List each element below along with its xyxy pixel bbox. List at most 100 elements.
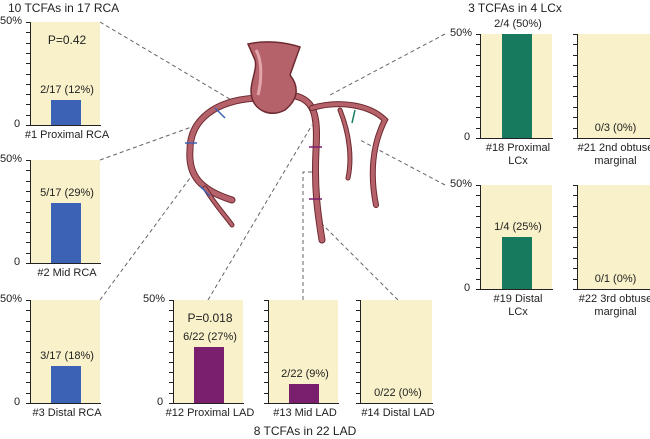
y-tick (26, 341, 31, 343)
x-label-p22: marginal (594, 306, 637, 318)
connector-p3 (99, 177, 191, 301)
y-tick (169, 300, 174, 301)
y-tick-label-max: 50% (0, 153, 23, 165)
plot-area-p22 (577, 185, 650, 289)
y-tick (573, 54, 578, 56)
y-tick (573, 268, 578, 270)
y-tick (26, 63, 31, 65)
y-tick-label-min: 0 (14, 396, 21, 408)
connector-p13 (302, 171, 313, 300)
y-tick (573, 44, 578, 46)
axis-p1 (26, 22, 101, 126)
y-tick (356, 403, 361, 404)
y-tick (476, 247, 481, 249)
x-label-p19: LCx (508, 306, 528, 318)
x-label-p13: #13 Mid LAD (273, 407, 337, 419)
y-tick (356, 341, 361, 343)
y-tick (26, 180, 31, 182)
y-tick (169, 351, 174, 353)
y-tick (26, 170, 31, 172)
connector-p1 (99, 21, 234, 102)
y-tick-label-min: 0 (14, 256, 21, 268)
axis-p19 (476, 185, 553, 290)
y-tick (26, 125, 31, 126)
x-label-p18: LCx (508, 155, 528, 167)
y-tick (476, 185, 481, 186)
y-tick (476, 96, 481, 98)
y-tick (476, 54, 481, 56)
axis-p2 (26, 160, 101, 264)
y-tick (26, 52, 31, 54)
y-tick (26, 361, 31, 363)
y-tick (573, 237, 578, 238)
y-tick (26, 310, 31, 312)
y-tick (26, 211, 31, 213)
y-tick (476, 268, 481, 270)
y-tick-label-min: 0 (157, 396, 164, 408)
axis-p18 (476, 34, 553, 139)
x-label-p1: #1 Proximal RCA (24, 129, 110, 141)
y-tick (264, 372, 269, 374)
bar-p19 (502, 237, 532, 289)
y-tick (26, 221, 31, 223)
y-tick (26, 242, 31, 244)
p-value-p12: P=0.018 (187, 311, 233, 325)
x-label-p18: #18 Proximal (485, 142, 551, 154)
y-tick (26, 42, 31, 44)
data-label-p12: 6/22 (27%) (183, 331, 237, 344)
y-tick-label-min: 0 (14, 118, 21, 130)
y-tick (476, 75, 481, 77)
y-tick (476, 195, 481, 197)
y-tick (26, 392, 31, 394)
axis-p14 (356, 300, 433, 404)
y-tick (26, 22, 31, 23)
axis-p13 (264, 300, 339, 404)
data-label-p18: 2/4 (50%) (494, 18, 542, 30)
y-tick (476, 205, 481, 207)
y-tick (264, 300, 269, 301)
y-tick (26, 73, 31, 75)
y-tick (356, 392, 361, 394)
y-tick (573, 185, 578, 186)
y-tick (169, 320, 174, 322)
y-tick (476, 65, 481, 67)
y-tick (573, 117, 578, 119)
y-tick (573, 65, 578, 67)
data-label-p19: 1/4 (25%) (494, 221, 542, 233)
y-tick (26, 201, 31, 203)
data-label-p2: 5/17 (29%) (40, 187, 94, 200)
y-tick (169, 330, 174, 332)
y-tick (264, 330, 269, 332)
y-tick (356, 320, 361, 322)
axis-p22 (573, 185, 650, 290)
y-tick (264, 320, 269, 322)
connector-p14 (317, 219, 399, 301)
y-tick (356, 330, 361, 332)
x-label-p12: #12 Proximal LAD (165, 407, 255, 419)
y-tick (476, 117, 481, 119)
data-label-p1: 2/17 (12%) (40, 84, 94, 97)
rca-group-title: 10 TCFAs in 17 RCA (8, 1, 120, 15)
y-tick (169, 361, 174, 363)
y-tick-label-min: 0 (464, 282, 471, 294)
connector-p2 (99, 124, 198, 161)
y-tick (476, 216, 481, 218)
y-tick (573, 289, 578, 290)
y-tick (169, 382, 174, 384)
y-tick (169, 372, 174, 374)
segment-markers (185, 107, 356, 200)
y-tick (476, 226, 481, 228)
y-tick (476, 86, 481, 87)
y-tick (26, 160, 31, 161)
y-tick (573, 34, 578, 35)
y-tick (573, 86, 578, 87)
y-tick (573, 226, 578, 228)
lad-group-title: 8 TCFAs in 22 LAD (253, 424, 357, 438)
y-tick (476, 289, 481, 290)
y-tick (476, 127, 481, 129)
y-tick (26, 351, 31, 353)
data-label-p3: 3/17 (18%) (40, 349, 94, 362)
y-tick (26, 252, 31, 254)
y-tick (264, 351, 269, 353)
